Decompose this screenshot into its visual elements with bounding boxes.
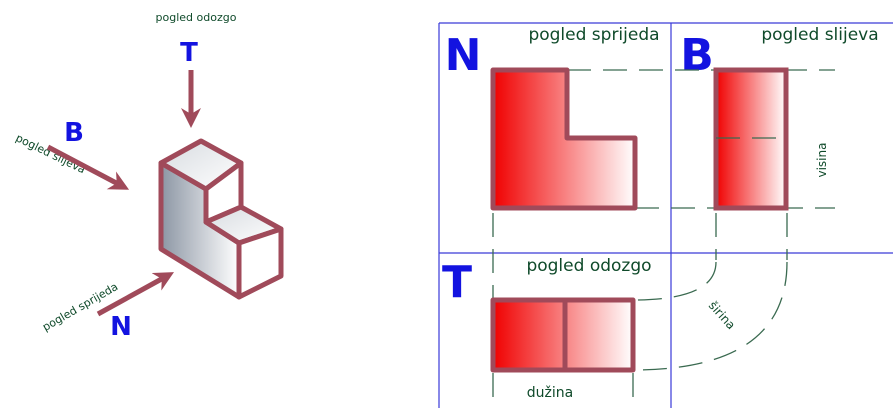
front-view-letter: N bbox=[445, 30, 482, 81]
arrow-from-front bbox=[96, 272, 175, 317]
isometric-l-block bbox=[158, 138, 284, 300]
view-frame bbox=[438, 22, 893, 408]
top-view-letter: T bbox=[442, 257, 472, 308]
top-view-shape bbox=[490, 297, 636, 373]
iso-top-letter: T bbox=[180, 38, 198, 68]
arrow-from-left bbox=[46, 144, 130, 190]
orthographic-views: N pogled sprijeda B pogled slijeva T pog… bbox=[438, 22, 893, 408]
height-label: visina bbox=[815, 143, 829, 178]
left-view-title: pogled slijeva bbox=[761, 25, 878, 45]
isometric-sketch: pogled odozgo T B pogled slijeva pogled … bbox=[14, 11, 284, 342]
iso-left-letter: B bbox=[64, 118, 84, 148]
front-view-shape bbox=[490, 67, 638, 211]
iso-top-label: pogled odozgo bbox=[156, 11, 237, 24]
block-right-face-low bbox=[236, 226, 284, 300]
length-label: dužina bbox=[527, 385, 573, 401]
top-view-title: pogled odozgo bbox=[526, 256, 651, 276]
left-view-shape bbox=[713, 67, 789, 211]
left-view-letter: B bbox=[680, 30, 714, 81]
front-view-title: pogled sprijeda bbox=[528, 25, 659, 45]
iso-front-letter: N bbox=[110, 312, 132, 342]
width-label: širina bbox=[706, 298, 738, 332]
